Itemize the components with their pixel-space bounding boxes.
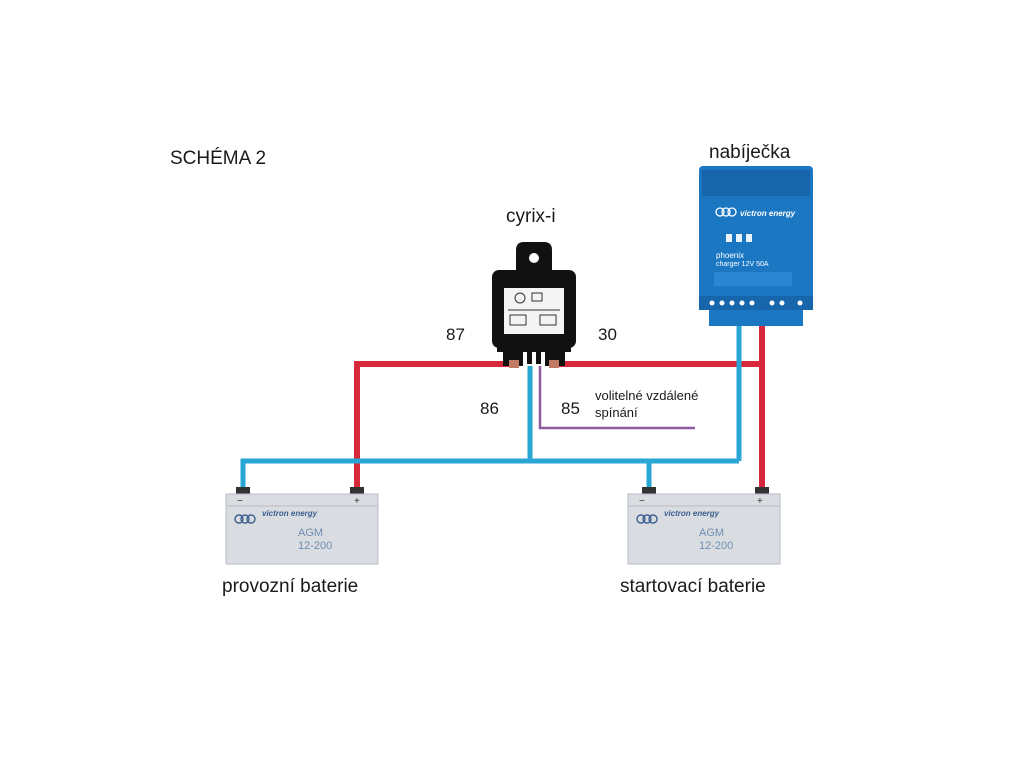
wire-87-to-service-plus xyxy=(354,361,514,492)
relay-terminal-30-contact-icon xyxy=(549,360,559,368)
starter-battery: − + victron energy AGM 12-200 xyxy=(627,487,781,565)
diagram-title: SCHÉMA 2 xyxy=(170,148,266,169)
starter-battery-minus-terminal xyxy=(642,487,656,495)
victron-logo-icon xyxy=(234,514,256,524)
service-battery-type: AGM xyxy=(298,527,323,539)
charger: victron energy phoenix charger 12V 50A xyxy=(699,166,813,326)
starter-battery-capacity: 12-200 xyxy=(699,540,733,552)
charger-led-icon xyxy=(746,234,752,242)
service-battery-minus-sign: − xyxy=(237,496,243,507)
starter-battery-brand: victron energy xyxy=(664,509,720,518)
wire-85-remote xyxy=(538,366,695,430)
starter-battery-plus-terminal xyxy=(755,487,769,495)
charger-led-icon xyxy=(726,234,732,242)
relay-pin-86 xyxy=(527,350,532,364)
relay-label: cyrix-i xyxy=(506,206,556,227)
service-battery-plus-terminal xyxy=(350,487,364,495)
charger-terminal-bar xyxy=(699,296,813,310)
charger-terminal-screws xyxy=(709,300,803,306)
charger-foot-cutout xyxy=(803,310,813,326)
remote-switching-note-line2: spínání xyxy=(595,405,638,420)
terminal-label-86: 86 xyxy=(480,399,499,418)
starter-battery-type: AGM xyxy=(699,527,724,539)
service-battery-capacity: 12-200 xyxy=(298,540,332,552)
relay-pin-85 xyxy=(536,350,541,364)
service-battery-plus-sign: + xyxy=(354,496,360,507)
charger-led-icon xyxy=(736,234,742,242)
charger-info-panel xyxy=(714,272,792,286)
service-battery-minus-terminal xyxy=(236,487,250,495)
starter-battery-minus-sign: − xyxy=(639,496,645,507)
terminal-label-87: 87 xyxy=(446,325,465,344)
wire-negative-bus xyxy=(240,458,739,492)
relay-base xyxy=(497,346,571,352)
negative-wires xyxy=(240,302,742,492)
victron-logo-icon xyxy=(636,514,658,524)
positive-wires xyxy=(354,302,765,492)
terminal-label-85: 85 xyxy=(561,399,580,418)
charger-model-line1: phoenix xyxy=(716,251,744,260)
terminal-label-30: 30 xyxy=(598,325,617,344)
starter-battery-plus-sign: + xyxy=(757,496,763,507)
relay-mount-hole-icon xyxy=(529,253,539,263)
cyrix-relay xyxy=(492,242,576,368)
charger-brand: victron energy xyxy=(740,209,796,218)
relay-label-sticker xyxy=(504,288,564,334)
charger-label: nabíječka xyxy=(709,142,791,163)
service-battery-brand: victron energy xyxy=(262,509,318,518)
service-battery-label: provozní baterie xyxy=(222,576,358,597)
victron-logo-icon xyxy=(715,207,737,217)
starter-battery-label: startovací baterie xyxy=(620,576,766,597)
relay-schematic-icon xyxy=(508,292,560,326)
charger-foot-cutout xyxy=(699,310,709,326)
remote-switching-note-line1: volitelné vzdálené xyxy=(595,388,698,403)
charger-model-line2: charger 12V 50A xyxy=(716,261,769,268)
charger-top-panel xyxy=(702,170,810,196)
relay-terminal-87-contact-icon xyxy=(509,360,519,368)
service-battery: − + victron energy AGM 12-200 xyxy=(225,487,379,565)
